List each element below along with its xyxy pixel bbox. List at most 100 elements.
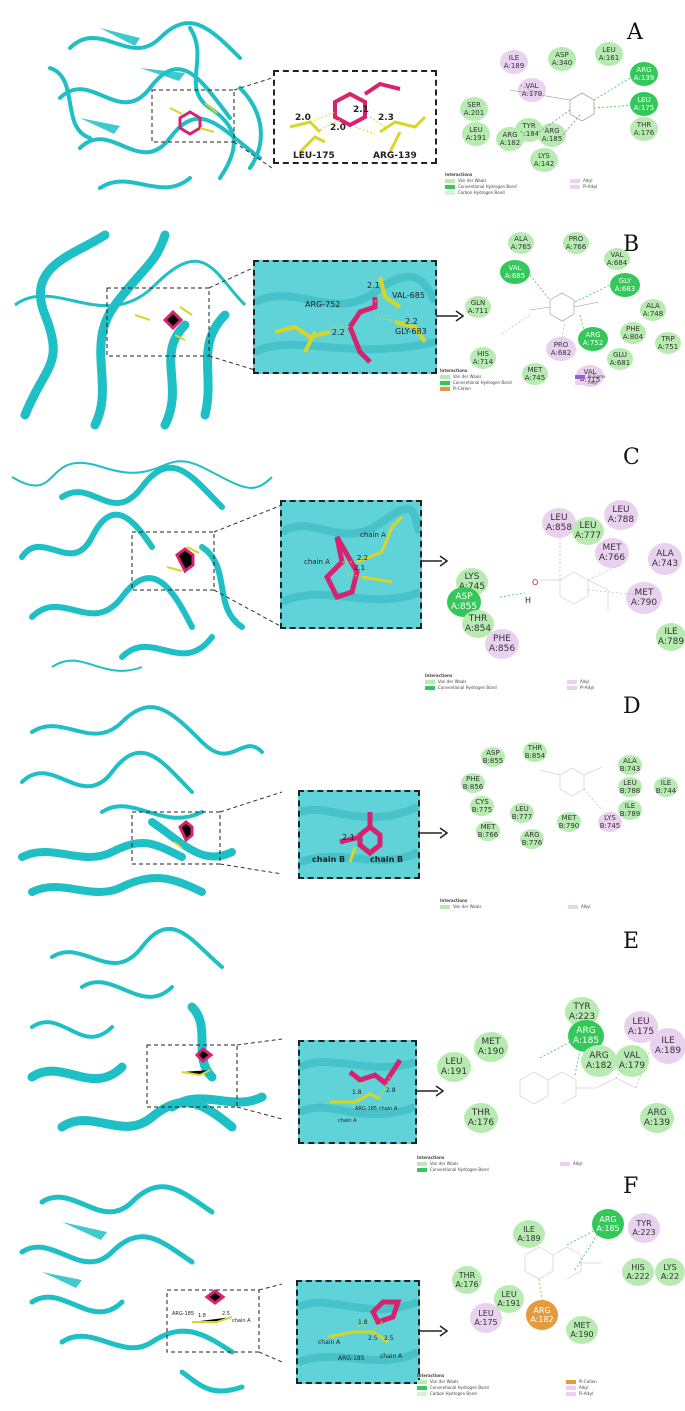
zoom-label: chain A <box>338 1118 357 1124</box>
zoom-view-c: chain A chain A 2.2 2.1 <box>280 500 422 629</box>
legend-row: Van der Waals <box>425 679 545 685</box>
zoom-view-a: 2.0 2.1 2.0 2.3 LEU-175 ARG-139 <box>273 70 437 164</box>
zoom-label: 2.1 <box>353 105 369 115</box>
zoom-label: chain A <box>380 1353 403 1360</box>
arrow-icon <box>436 310 464 322</box>
zoom-label: chain A <box>318 1339 341 1346</box>
legend-a: Interactions Van der Waals Conventional … <box>445 172 555 196</box>
residue-node: THR A:176 <box>464 1103 498 1133</box>
legend-title: Interactions <box>417 1373 445 1378</box>
zoom-label: GLY-683 <box>395 327 427 336</box>
protein-structure-c <box>11 460 282 672</box>
residue-node: THR B:854 <box>523 742 547 762</box>
panel-e: 1.8 2.8 ARG-185 chain A chain A E TYR A:… <box>0 925 685 1173</box>
residue-node: ASP B:855 <box>481 747 505 767</box>
residue-node: GLY A:683 <box>610 273 640 297</box>
legend-e: Interactions Van der Waals Conventional … <box>417 1155 537 1173</box>
legend-row: Alkyl <box>575 380 635 386</box>
legend-a-right: Alkyl Pi-Alkyl <box>570 178 630 190</box>
protein-label: ARG-185 <box>172 1311 194 1317</box>
legend-c-right: Alkyl Pi-Alkyl <box>567 679 627 691</box>
residue-node: ARG A:139 <box>640 1103 674 1133</box>
legend-row: Conventional Hydrogen Bond <box>445 184 555 190</box>
panel-letter-e: E <box>623 929 640 954</box>
zoom-view-f: 1.8 chain A 2.5 2.5 ARG-185 chain A <box>296 1280 420 1384</box>
residue-node: ALA B:743 <box>618 755 642 775</box>
residue-node: LYS A:22 <box>655 1258 685 1286</box>
residue-node: MET A:745 <box>522 363 548 385</box>
residue-node: LEU A:175 <box>630 92 658 116</box>
legend-row: Van der Waals <box>417 1161 537 1167</box>
zoom-label: 2.0 <box>295 113 311 123</box>
zoom-label: ARG-139 <box>373 151 417 161</box>
zoom-label: ARG-185 chain A <box>355 1106 398 1112</box>
residue-node: LYS A:142 <box>530 148 558 172</box>
legend-row: Alkyl <box>560 1161 620 1167</box>
legend-row: Alkyl <box>570 178 630 184</box>
zoom-label: 2.2 <box>332 328 345 337</box>
protein-structure-d <box>18 705 282 896</box>
residue-node: ARG A:182 <box>496 127 524 151</box>
ligand-2d-c: O H <box>499 535 641 610</box>
protein-label: 2.5 <box>222 1311 230 1317</box>
panel-letter-f: F <box>623 1174 639 1199</box>
legend-row: Alkyl <box>567 679 627 685</box>
residue-node: TRP A:751 <box>655 332 681 354</box>
legend-row: Carbon Hydrogen Bond <box>445 190 555 196</box>
legend-e-right: Alkyl <box>560 1161 620 1167</box>
zoom-label: 2.2 <box>405 317 418 326</box>
residue-node: ARG A:185 <box>538 123 566 147</box>
residue-node: HIS A:714 <box>470 347 496 369</box>
legend-row: Alkyl <box>566 1385 626 1391</box>
residue-node: PHE B:856 <box>461 773 485 793</box>
residue-node: GLN A:711 <box>465 296 491 318</box>
zoom-label: chain B <box>370 855 403 864</box>
arrow-icon <box>420 827 448 839</box>
residue-node: ILE B:789 <box>618 800 642 820</box>
legend-row: Conventional Hydrogen Bond <box>440 380 560 386</box>
residue-node: ILE A:189 <box>650 1028 685 1064</box>
residue-node: ARG B:776 <box>520 829 544 849</box>
residue-node: ALA A:743 <box>648 543 682 575</box>
legend-c: Interactions Van der Waals Conventional … <box>425 673 545 691</box>
residue-node: LYS B:745 <box>598 812 622 832</box>
legend-title: Interactions <box>440 898 468 903</box>
legend-row: Van der Waals <box>417 1379 537 1385</box>
residue-node: ILE B:744 <box>654 777 678 797</box>
residue-node: MET A:790 <box>626 582 662 614</box>
residue-node: VAL A:179 <box>518 78 546 102</box>
residue-node: LEU B:777 <box>510 803 534 823</box>
residue-node: LEU A:175 <box>470 1303 502 1333</box>
zoom-label: 2.0 <box>330 123 346 133</box>
zoom-label: 2.2 <box>357 554 368 562</box>
legend-row: Conventional Hydrogen Bond <box>417 1385 537 1391</box>
residue-node: THR A:176 <box>630 117 658 141</box>
zoom-label: 1.8 <box>358 1319 368 1326</box>
residue-node: LEU A:191 <box>437 1052 471 1082</box>
legend-b: Interactions Van der Waals Conventional … <box>440 368 560 392</box>
residue-node: ILE A:789 <box>656 623 685 651</box>
panel-c: chain A chain A 2.2 2.1 C LEU A:858 LEU … <box>0 435 685 690</box>
ligand-2d-b <box>499 274 611 351</box>
legend-row: Pi-Cation <box>566 1379 626 1385</box>
zoom-label: 2.8 <box>386 1087 396 1094</box>
ligand-2d-d <box>539 766 603 811</box>
zoom-label: 2.1 <box>342 833 355 842</box>
protein-structure-b <box>14 230 255 430</box>
legend-f: Interactions Van der Waals Conventional … <box>417 1373 537 1397</box>
residue-node: LYS A:745 <box>456 568 488 596</box>
protein-structure-e <box>27 927 282 1132</box>
arrow-icon <box>416 1085 444 1097</box>
zoom-label: chain B <box>312 855 345 864</box>
residue-node: ARG A:139 <box>630 62 658 86</box>
legend-row: Pi-Alkyl <box>566 1391 626 1397</box>
legend-row: Conventional Hydrogen Bond <box>425 685 545 691</box>
panel-a: 2.0 2.1 2.0 2.3 LEU-175 ARG-139 A ILE A:… <box>0 0 685 210</box>
zoom-label: 1.8 <box>352 1089 362 1096</box>
zoom-label: ARG-185 <box>338 1355 365 1362</box>
residue-node: SER A:201 <box>460 97 488 121</box>
panel-f: ARG-185 1.8 2.5 chain A 1.8 chain A 2.5 … <box>0 1170 685 1411</box>
arrow-icon <box>420 555 448 567</box>
zoom-label: 2.5 <box>368 1335 378 1342</box>
panel-letter-a: A <box>627 20 643 45</box>
